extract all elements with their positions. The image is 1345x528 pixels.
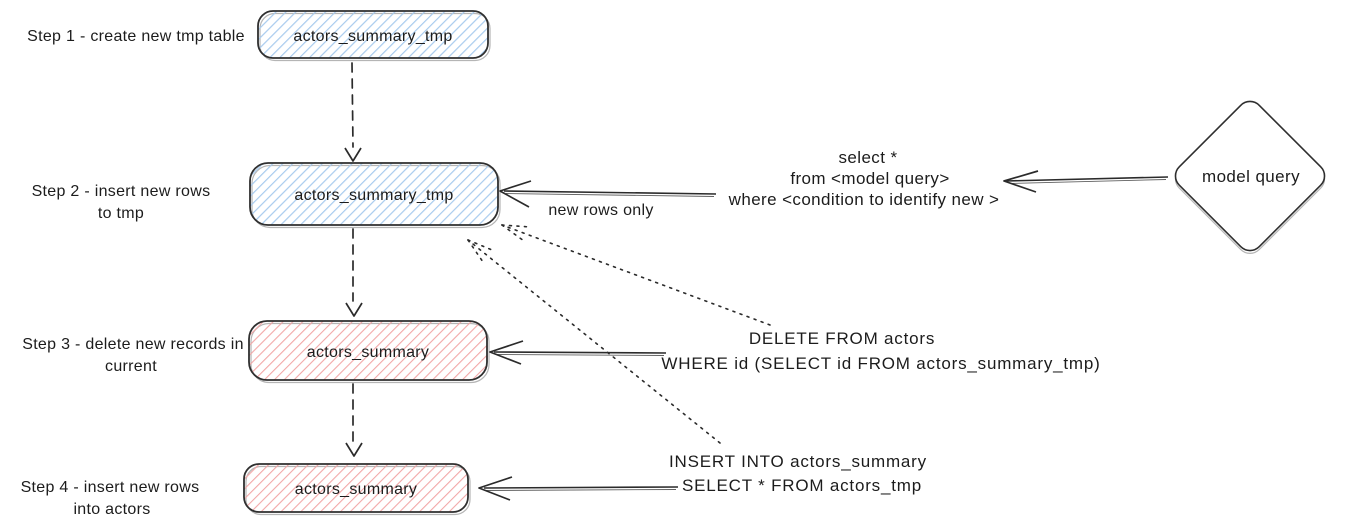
dotted-delete-line xyxy=(501,224,771,326)
step-1-label: Step 1 - create new tmp table xyxy=(27,28,245,45)
step-2-label-line-2: to tmp xyxy=(98,205,144,222)
select-query-line-2: from <model query> xyxy=(790,169,949,188)
arrow-insert-sql-to-step4 xyxy=(478,476,679,501)
connector-step1-step2 xyxy=(351,62,354,148)
step-4-node-label: actors_summary xyxy=(295,481,417,498)
step-2-node-box xyxy=(249,162,499,226)
arrow-delete-sql-line-double xyxy=(495,354,665,356)
dotted-insert-arrowhead-a xyxy=(467,239,493,251)
model-query-diamond xyxy=(1174,100,1326,252)
arrow-model-query-line-double xyxy=(1009,179,1167,184)
connector-step2-step3-arrowhead xyxy=(345,302,363,317)
dotted-delete-arrowhead-b xyxy=(501,224,525,242)
step-2-node: actors_summary_tmp xyxy=(249,162,501,229)
arrow-delete-sql-arrowhead xyxy=(489,340,524,365)
arrow-delete-sql-to-step3 xyxy=(489,340,667,365)
insert-sql-line-1: INSERT INTO actors_summary xyxy=(669,452,927,471)
step-3-label-line-2: current xyxy=(105,358,157,375)
arrow-insert-sql-line-double xyxy=(485,489,677,491)
arrow-model-query-arrowhead xyxy=(1003,170,1039,193)
dotted-delete-arrowhead-a xyxy=(501,224,531,228)
model-query-node: model query xyxy=(1174,100,1326,254)
connector-step3-step4-arrowhead xyxy=(345,442,363,457)
delete-sql-line-2: WHERE id (SELECT id FROM actors_summary_… xyxy=(661,354,1100,373)
arrow-delete-sql-line xyxy=(493,351,667,354)
step-2-node-label: actors_summary_tmp xyxy=(294,187,453,204)
dotted-arrow-delete-sql-to-step2 xyxy=(501,224,771,326)
step-4-node: actors_summary xyxy=(243,463,471,516)
dotted-insert-line xyxy=(467,239,721,444)
arrow-select-query-line-double xyxy=(505,193,715,197)
step-4-label-line-2: into actors xyxy=(73,501,150,518)
model-query-label: model query xyxy=(1202,167,1300,186)
arrow-insert-sql-line xyxy=(483,486,679,489)
new-rows-only-label: new rows only xyxy=(548,202,653,219)
select-query-line-1: select * xyxy=(839,148,898,167)
connector-step1-step2-arrowhead xyxy=(344,147,362,162)
arrow-select-query-line xyxy=(503,190,717,195)
arrow-select-query-arrowhead xyxy=(499,180,532,208)
dotted-arrow-insert-sql-to-step2 xyxy=(467,239,721,444)
insert-sql-line-2: SELECT * FROM actors_tmp xyxy=(682,476,922,495)
step-4-label-line-1: Step 4 - insert new rows xyxy=(21,479,200,496)
select-query-line-3: where <condition to identify new > xyxy=(728,190,1000,209)
step-1-node-label: actors_summary_tmp xyxy=(293,28,452,45)
delete-sql-line-1: DELETE FROM actors xyxy=(749,329,935,348)
step-2-label-line-1: Step 2 - insert new rows xyxy=(32,183,211,200)
arrow-model-query-to-select xyxy=(1003,170,1169,193)
step-4-node-box xyxy=(243,463,469,513)
arrow-select-query-to-step2 xyxy=(499,180,717,208)
step-1-node: actors_summary_tmp xyxy=(257,10,491,62)
arrow-insert-sql-arrowhead xyxy=(478,476,513,501)
step-1-node-box xyxy=(257,10,489,59)
step-3-node-box xyxy=(248,320,488,381)
step-3-node-label: actors_summary xyxy=(307,344,429,361)
arrow-model-query-line xyxy=(1005,176,1169,182)
step-3-label-line-1: Step 3 - delete new records in xyxy=(22,336,244,353)
step-3-node: actors_summary xyxy=(248,320,490,384)
dotted-insert-arrowhead-b xyxy=(467,239,484,263)
